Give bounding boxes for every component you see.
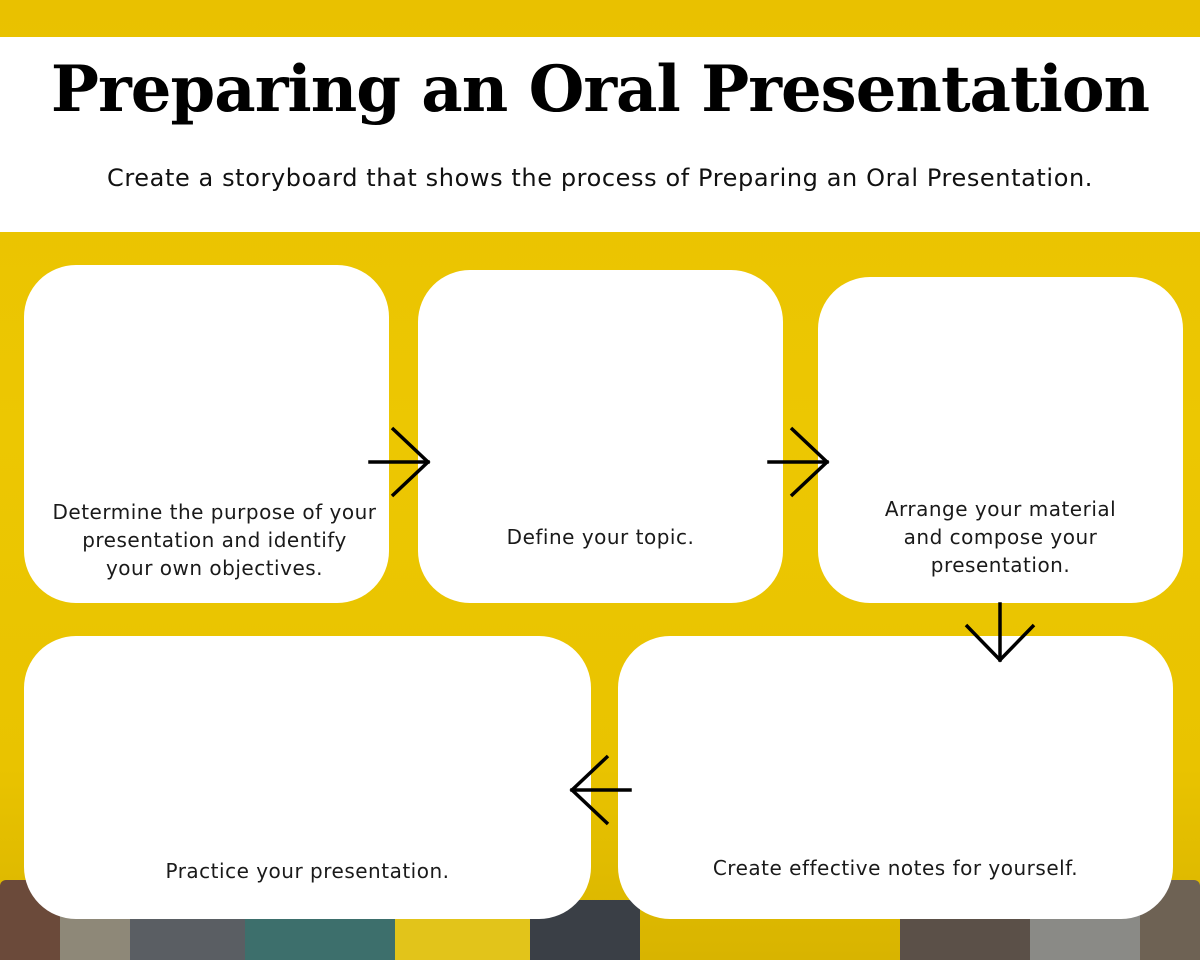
page-subtitle: Create a storyboard that shows the proce… bbox=[106, 164, 1094, 192]
step-card-5: Create effective notes for yourself. bbox=[618, 636, 1173, 919]
page-title: Preparing an Oral Presentation bbox=[50, 52, 1150, 127]
step-text-1: Determine the purpose of your presentati… bbox=[52, 500, 377, 580]
step-card-3: Arrange your material and compose your p… bbox=[818, 277, 1183, 603]
step-card-2: Define your topic. bbox=[418, 270, 783, 603]
step-card-4: Practice your presentation. bbox=[24, 636, 591, 919]
step-text-4: Practice your presentation. bbox=[165, 859, 450, 883]
step-text-2: Define your topic. bbox=[506, 525, 695, 549]
arrow-right-icon bbox=[368, 426, 431, 498]
header-banner bbox=[0, 37, 1200, 232]
arrow-left-icon bbox=[569, 754, 632, 826]
step-text-5: Create effective notes for yourself. bbox=[712, 856, 1079, 880]
arrow-down-icon bbox=[964, 602, 1036, 663]
step-text-3: Arrange your material and compose your p… bbox=[884, 497, 1117, 577]
step-card-1: Determine the purpose of your presentati… bbox=[24, 265, 389, 603]
arrow-right-icon bbox=[767, 426, 830, 498]
